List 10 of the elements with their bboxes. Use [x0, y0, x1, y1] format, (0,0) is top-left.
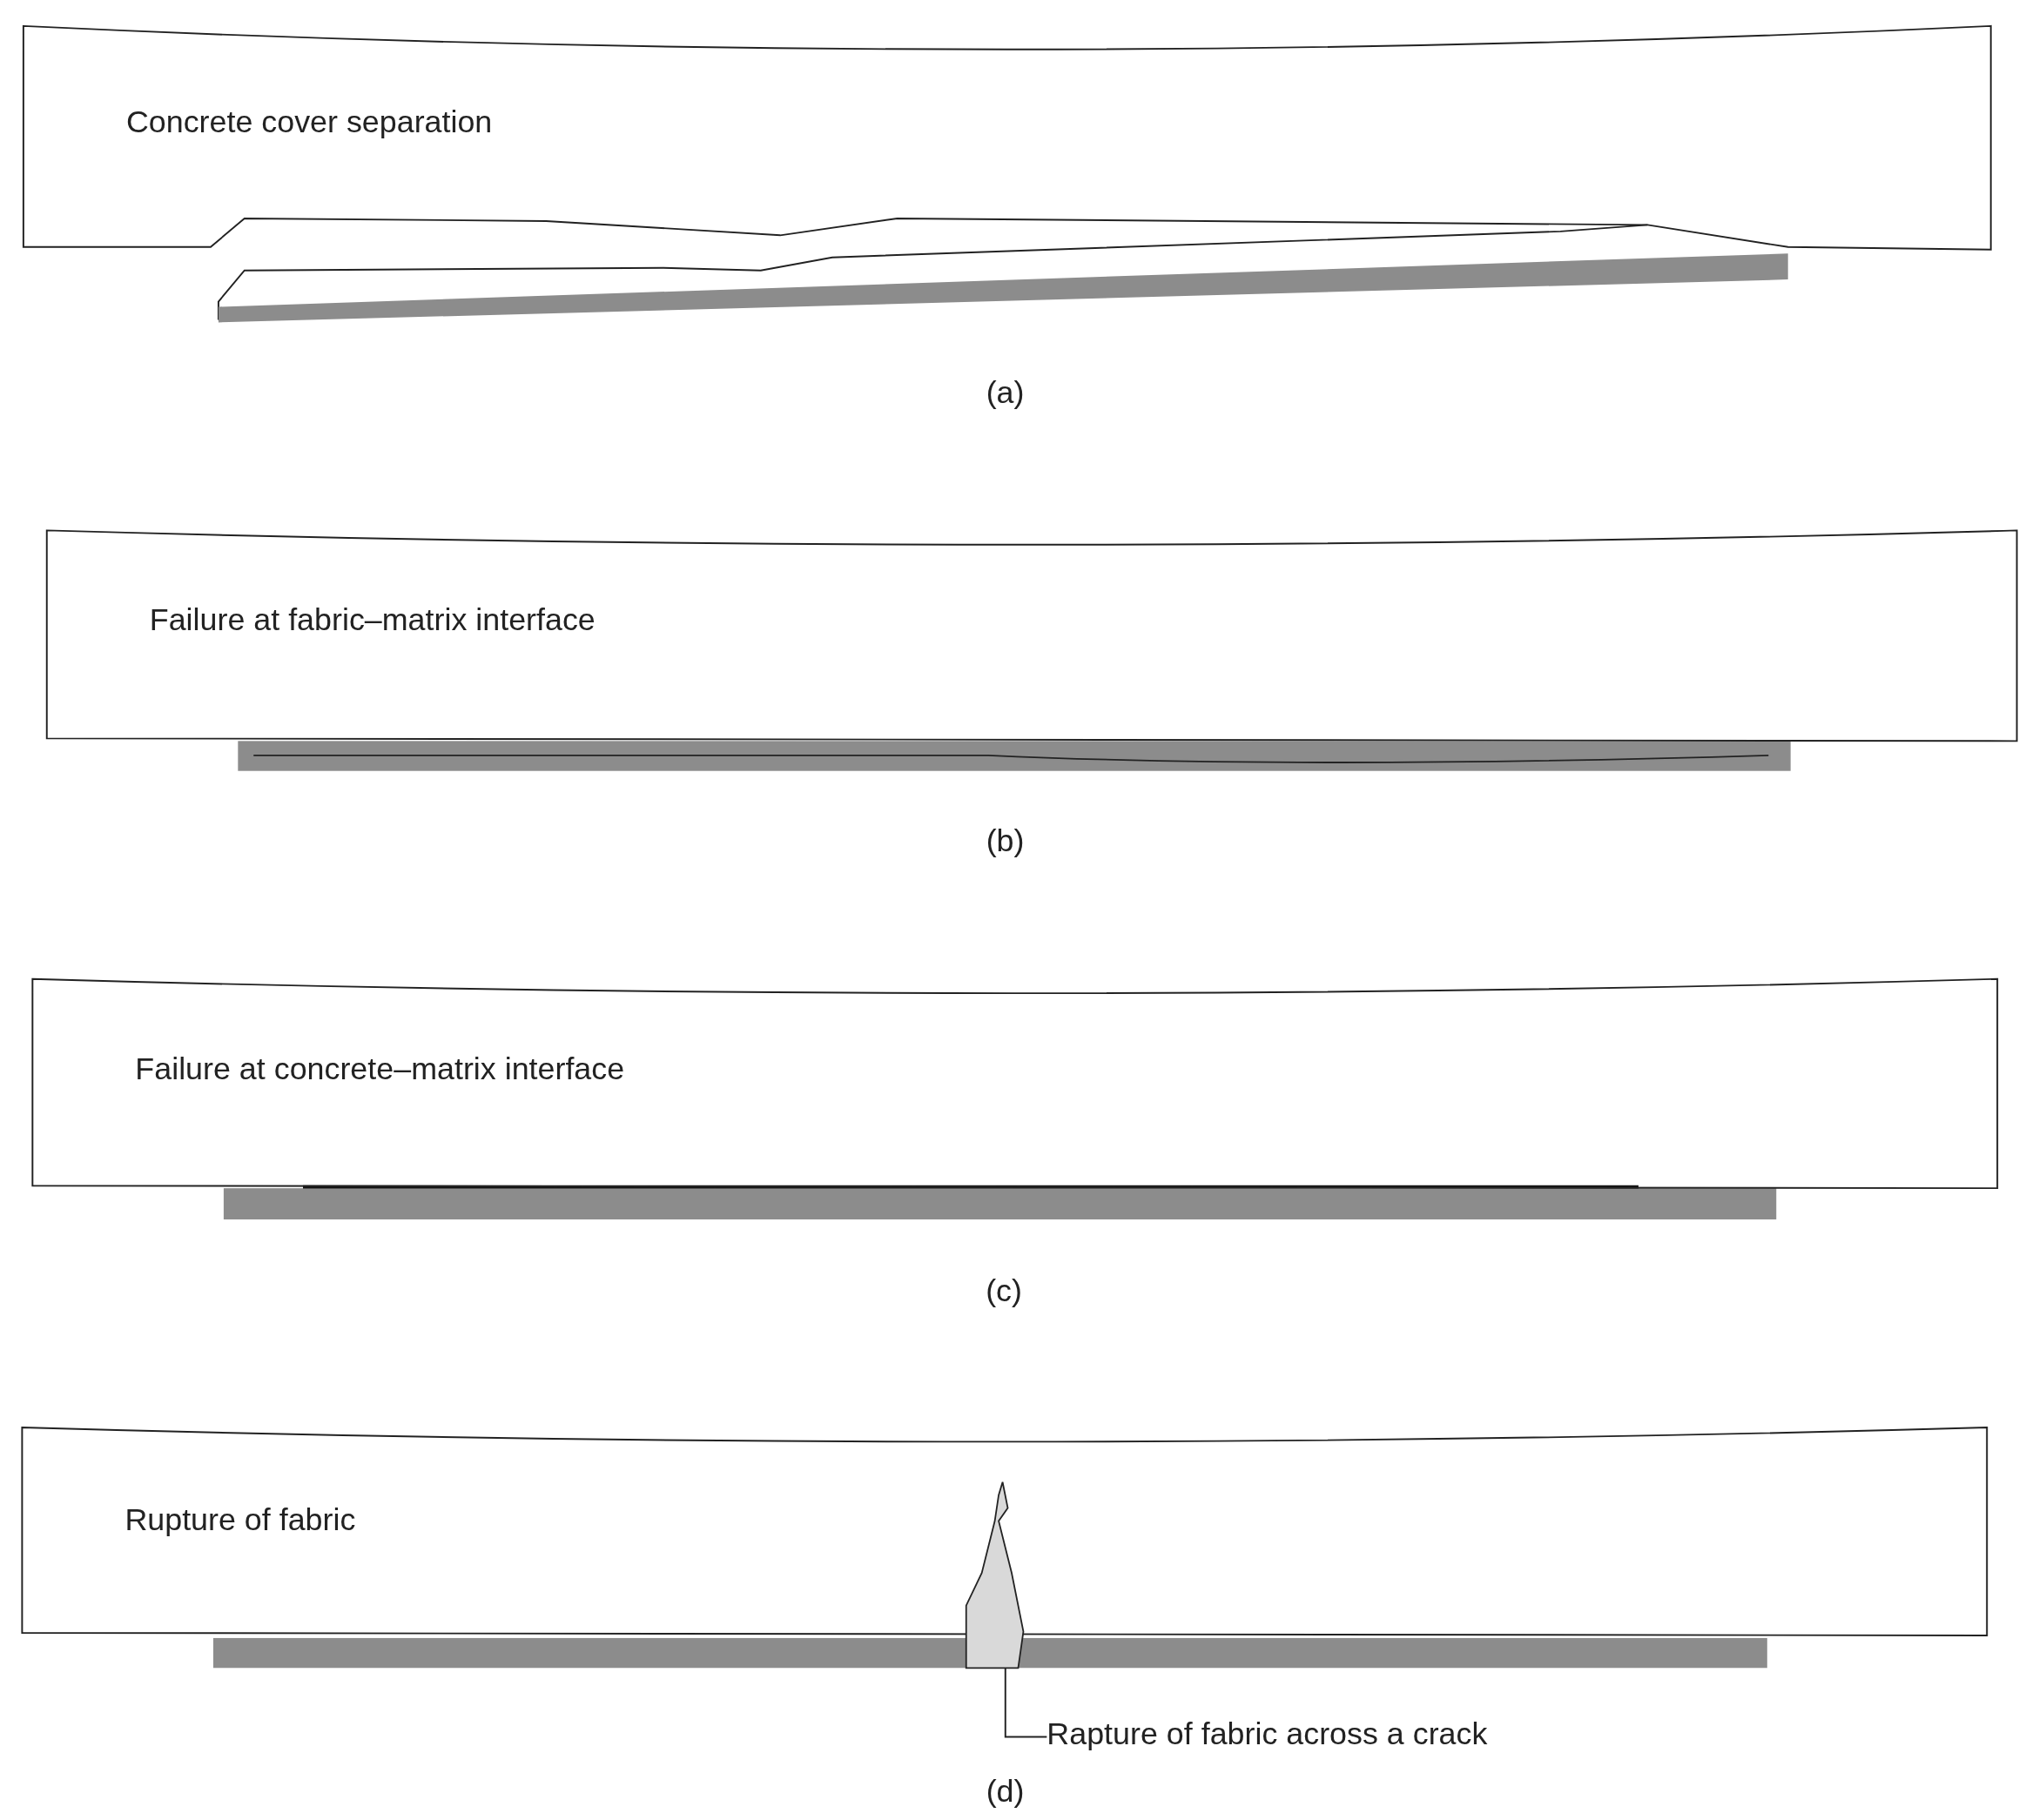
panel-label: (d) [986, 1773, 1025, 1810]
leader-line [1004, 1667, 1048, 1738]
panel-label: (c) [986, 1273, 1022, 1310]
panel-label: (a) [986, 374, 1025, 411]
failure-mode-label: Rupture of fabric [124, 1501, 356, 1538]
annotation-text: Rapture of fabric across a crack [1046, 1716, 1488, 1753]
failure-mode-label: Failure at concrete–matrix interface [135, 1050, 625, 1087]
failure-mode-label: Concrete cover separation [125, 104, 493, 141]
panel-label: (b) [986, 823, 1025, 860]
failure-mode-label: Failure at fabric–matrix interface [149, 601, 596, 639]
